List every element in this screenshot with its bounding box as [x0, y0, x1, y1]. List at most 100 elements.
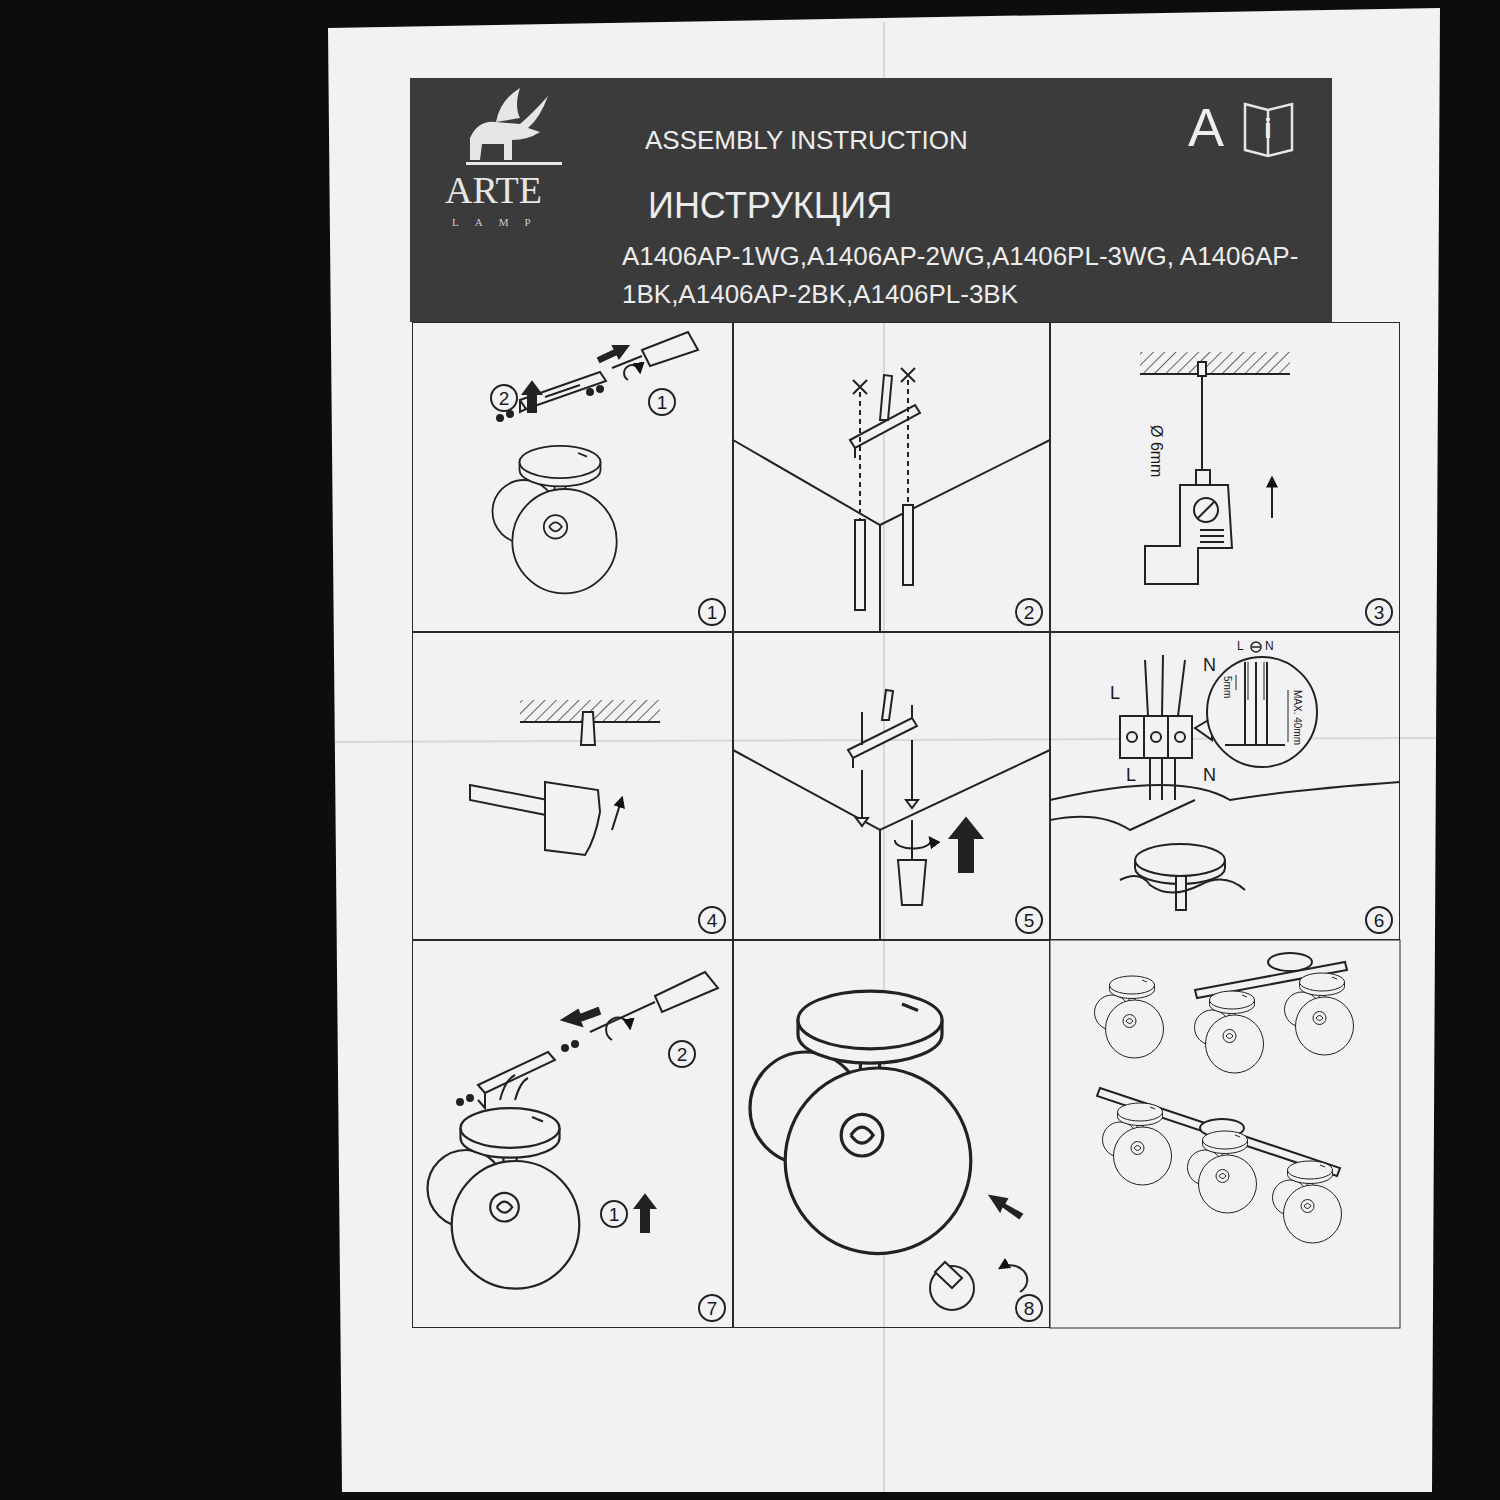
step6-illustration — [1236, 675, 1237, 690]
wire-label: L — [1237, 640, 1244, 653]
drill-size: Ø 6mm — [1147, 425, 1165, 477]
paper-sheet — [328, 8, 1440, 1492]
step1-illustration — [597, 386, 603, 392]
step6-illustration — [1207, 657, 1317, 767]
callout-number: 1 — [648, 388, 676, 416]
step5-illustration — [906, 800, 918, 808]
step2-illustration — [733, 440, 1050, 525]
step2-illustration — [854, 448, 856, 458]
step3-illustration — [1271, 478, 1273, 518]
step4-illustration — [545, 782, 600, 855]
model-list: A1406AP-1WG,A1406AP-2WG,A1406PL-3WG, A14… — [622, 238, 1322, 313]
step6-illustration — [1175, 732, 1185, 742]
step5-illustration — [856, 818, 868, 826]
step1-illustration — [642, 332, 698, 366]
step9-illustration — [1273, 1161, 1342, 1243]
step8-illustration — [1000, 1265, 1027, 1292]
step3-illustration — [1198, 502, 1214, 518]
step7-illustration — [457, 1099, 463, 1105]
step-number: 3 — [1365, 598, 1393, 626]
step9-illustration — [1188, 1131, 1257, 1213]
step2-illustration — [907, 380, 909, 505]
step4-illustration — [612, 798, 622, 830]
step3-illustration — [1198, 362, 1206, 376]
step7-illustration — [428, 1108, 580, 1288]
step8-illustration — [935, 1262, 962, 1288]
step-panel: 2 — [733, 322, 1050, 632]
step9-illustration — [1195, 991, 1264, 1073]
step6-illustration — [1167, 716, 1169, 758]
step8-illustration — [750, 991, 1027, 1310]
step6-illustration — [1120, 876, 1245, 893]
step5-illustration — [861, 770, 863, 818]
step3-illustration — [1200, 541, 1224, 543]
step9-illustration — [1268, 953, 1312, 971]
step2-illustration — [903, 505, 913, 585]
step7-illustration — [428, 972, 719, 1289]
heading-english: ASSEMBLY INSTRUCTION — [645, 126, 968, 155]
step6-illustration — [1050, 800, 1195, 830]
step6-illustration — [1143, 716, 1145, 758]
step6-illustration — [1151, 732, 1161, 742]
paper-sheet — [328, 8, 1440, 1492]
step3-illustration — [1201, 376, 1203, 470]
step-number: 8 — [1015, 1294, 1043, 1322]
step6-illustration — [1178, 660, 1185, 716]
wire-label: L — [1126, 766, 1136, 786]
callout-number: 1 — [600, 1200, 628, 1228]
heading-russian: ИНСТРУКЦИЯ — [648, 186, 892, 226]
step5-illustration — [861, 712, 863, 745]
brand-name: ARTE — [445, 170, 542, 212]
panel-frame — [1050, 940, 1400, 1328]
step6-illustration — [1161, 758, 1163, 800]
dimension: MAX. 40mm — [1292, 690, 1303, 745]
step6-illustration — [1266, 662, 1268, 745]
panel-frame — [1050, 940, 1400, 1328]
header-band — [410, 78, 1332, 322]
callout-number: 2 — [668, 1040, 696, 1068]
brand-logo — [466, 162, 562, 165]
step7-illustration — [572, 1041, 578, 1047]
step-panel: 8 — [733, 940, 1050, 1328]
step8-illustration — [990, 1196, 1022, 1218]
step6-illustration — [1127, 732, 1137, 742]
step8-illustration — [750, 991, 971, 1253]
step9-illustration — [1095, 953, 1354, 1243]
brand-logo — [496, 88, 520, 122]
step7-illustration — [467, 1095, 473, 1101]
book-icon — [1245, 104, 1292, 156]
step6-illustration — [1288, 690, 1289, 742]
step6-illustration — [1149, 758, 1151, 800]
step-number: 5 — [1015, 906, 1043, 934]
step1-illustration — [497, 415, 503, 421]
step1-illustration — [493, 446, 617, 594]
step6-illustration — [1244, 662, 1246, 745]
step-number: 1 — [698, 598, 726, 626]
wire-label: L — [1110, 684, 1120, 704]
step1-illustration — [598, 346, 628, 362]
step7-illustration — [590, 1002, 655, 1032]
step6-illustration — [1174, 758, 1176, 800]
step1-illustration — [493, 332, 699, 593]
step3-illustration — [1140, 352, 1290, 584]
step1-illustration — [507, 411, 513, 417]
step6-illustration — [1248, 662, 1249, 700]
step4-illustration — [581, 712, 595, 745]
step2-illustration — [733, 368, 1050, 632]
step1-illustration — [587, 389, 593, 395]
step-panel: 5 — [733, 632, 1050, 940]
step2-illustration — [855, 520, 865, 610]
step-number: 7 — [698, 1294, 726, 1322]
step3-illustration — [1200, 535, 1224, 537]
step6-illustration — [1252, 646, 1260, 648]
step6-illustration — [1145, 660, 1148, 716]
step6-illustration — [1264, 662, 1265, 700]
step5-illustration — [911, 820, 913, 860]
step6-illustration — [1120, 716, 1192, 758]
step5-illustration — [733, 750, 1050, 830]
step3-illustration — [1145, 485, 1232, 584]
step-number: 2 — [1015, 598, 1043, 626]
step6-illustration — [1050, 782, 1400, 800]
step6-illustration — [1050, 642, 1400, 910]
step5-illustration — [852, 758, 854, 768]
